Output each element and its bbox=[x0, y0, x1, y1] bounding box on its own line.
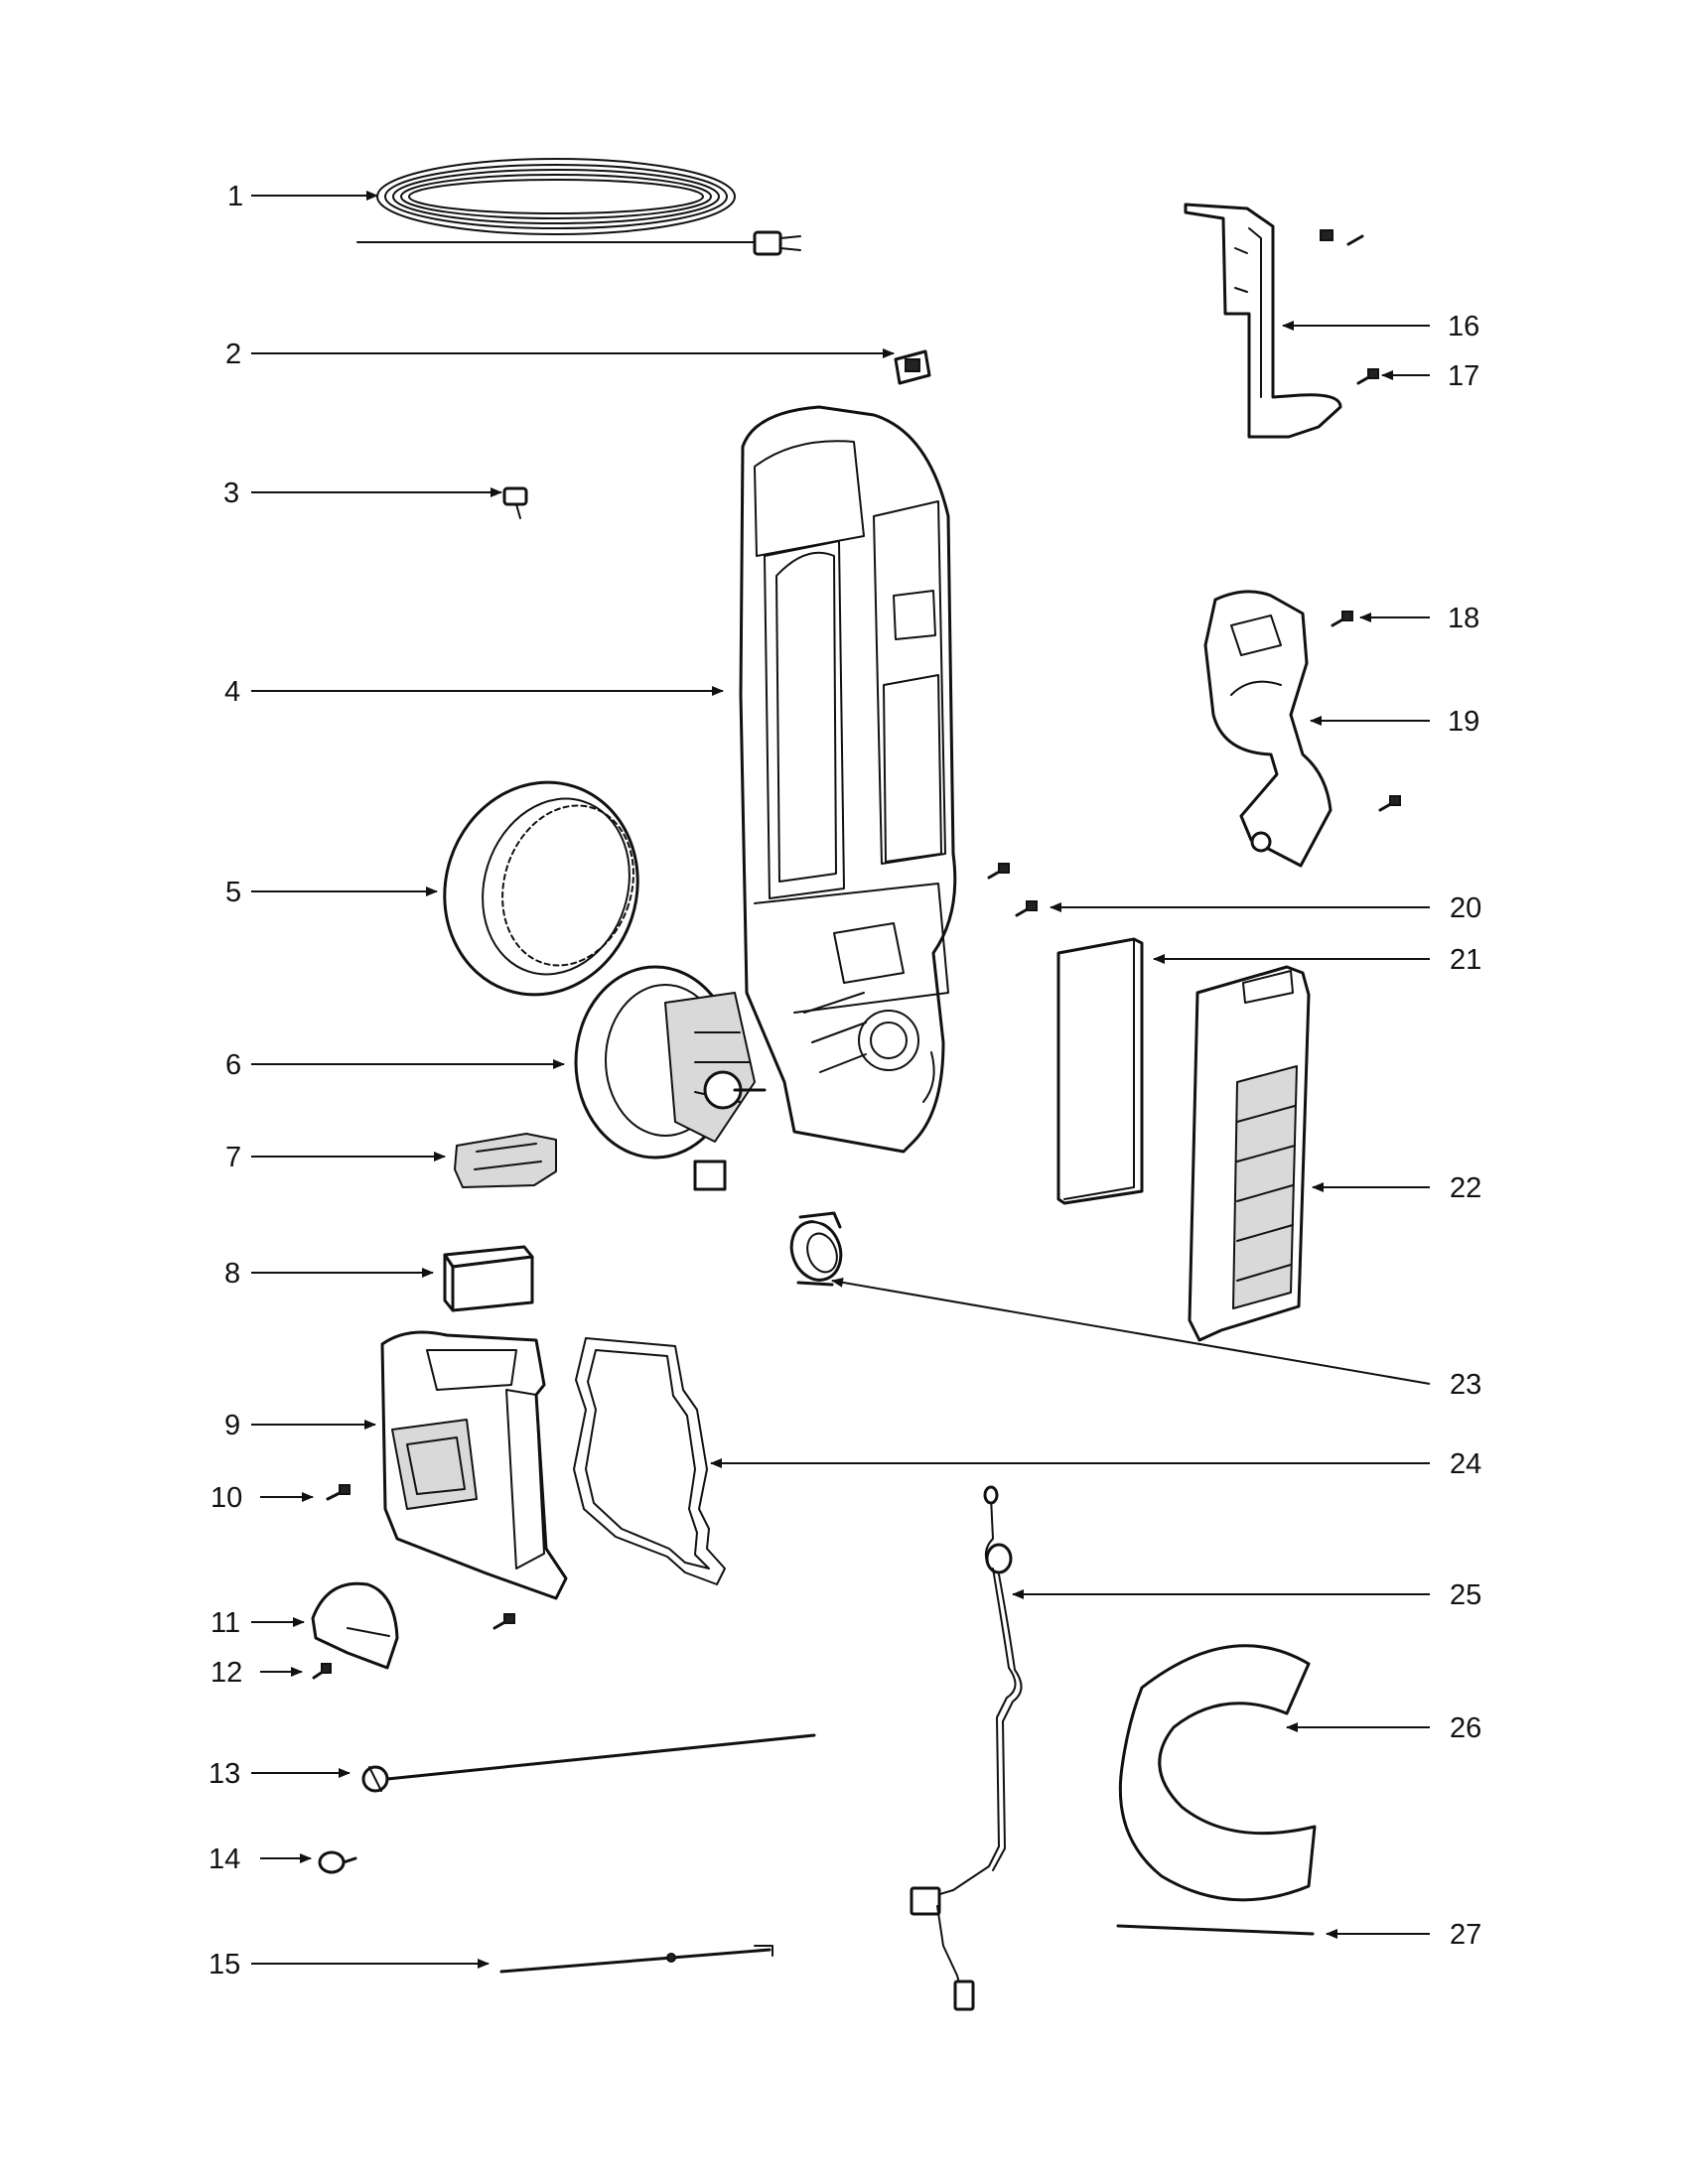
screw-9-loose-part bbox=[492, 1613, 515, 1630]
callout-8: 8 bbox=[224, 1258, 240, 1290]
motor-part bbox=[574, 965, 767, 1191]
bar-part bbox=[499, 1945, 773, 1974]
callout-19: 19 bbox=[1448, 706, 1479, 738]
block-filter-part bbox=[443, 1245, 534, 1312]
callout-11: 11 bbox=[210, 1607, 240, 1639]
bulb-part bbox=[318, 1850, 357, 1874]
callout-20: 20 bbox=[1450, 892, 1481, 924]
callout-21: 21 bbox=[1450, 944, 1481, 976]
handle-bracket-part bbox=[1203, 590, 1401, 868]
callout-18: 18 bbox=[1448, 603, 1479, 634]
wire-harness-part bbox=[910, 1485, 1023, 2011]
callout-16: 16 bbox=[1448, 311, 1479, 342]
screw-18-part bbox=[1331, 611, 1353, 627]
grille-cover-part bbox=[1188, 965, 1311, 1342]
screw-10-part bbox=[326, 1484, 351, 1501]
callout-10: 10 bbox=[210, 1482, 242, 1514]
switch-part bbox=[894, 349, 931, 385]
callout-7: 7 bbox=[225, 1142, 241, 1173]
callout-12: 12 bbox=[210, 1657, 242, 1689]
callout-3: 3 bbox=[223, 478, 239, 509]
power-cord-part bbox=[356, 158, 801, 256]
callout-22: 22 bbox=[1450, 1172, 1481, 1204]
screw-17-part bbox=[1320, 229, 1379, 385]
small-screw-part bbox=[502, 486, 528, 519]
callout-23: 23 bbox=[1450, 1369, 1481, 1401]
callout-4: 4 bbox=[224, 676, 240, 708]
rod-part bbox=[361, 1733, 816, 1793]
gasket-part bbox=[573, 1337, 726, 1585]
main-housing-part bbox=[739, 405, 957, 1154]
pad-part bbox=[454, 1133, 557, 1188]
callout-26: 26 bbox=[1450, 1712, 1481, 1744]
callout-24: 24 bbox=[1450, 1448, 1481, 1480]
flat-filter-part bbox=[1056, 937, 1144, 1205]
coupling-part bbox=[789, 1211, 843, 1287]
callout-27: 27 bbox=[1450, 1919, 1481, 1951]
ring-part bbox=[443, 780, 639, 997]
callout-5: 5 bbox=[225, 877, 241, 908]
cap-part bbox=[311, 1581, 399, 1670]
callout-9: 9 bbox=[224, 1410, 240, 1441]
screw-20-part bbox=[987, 863, 1038, 917]
callout-6: 6 bbox=[225, 1049, 241, 1081]
callout-14: 14 bbox=[209, 1843, 240, 1875]
callout-numbers: 1 2 3 4 5 6 7 8 9 10 11 12 13 14 15 16 1… bbox=[209, 181, 1481, 1980]
dirt-cup-part bbox=[380, 1330, 568, 1600]
callout-2: 2 bbox=[225, 339, 241, 370]
leader-23 bbox=[831, 1277, 1431, 1385]
callout-15: 15 bbox=[209, 1949, 240, 1980]
callout-17: 17 bbox=[1448, 360, 1479, 392]
bracket-part bbox=[1184, 203, 1342, 439]
leader-lines bbox=[251, 191, 1431, 1969]
callout-13: 13 bbox=[209, 1758, 240, 1790]
callout-25: 25 bbox=[1450, 1579, 1481, 1611]
screw-12-part bbox=[312, 1663, 332, 1680]
callout-1: 1 bbox=[227, 181, 243, 212]
thin-rod-part bbox=[1116, 1924, 1315, 1936]
curved-shield-part bbox=[1118, 1644, 1317, 1902]
